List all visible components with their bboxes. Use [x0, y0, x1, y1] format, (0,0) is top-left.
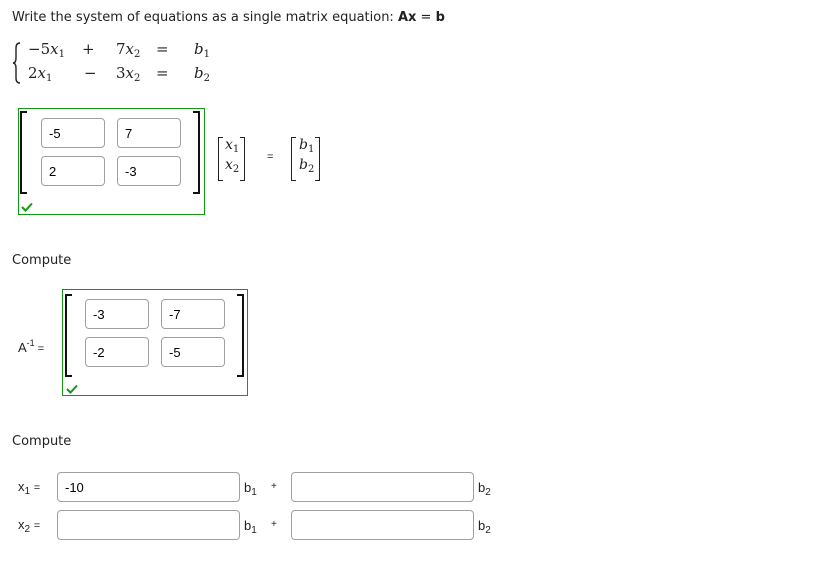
- x1-b1-label: b1: [244, 480, 257, 498]
- vector-x: x1 x2: [218, 137, 245, 181]
- matrix-a-cell-1-1[interactable]: [41, 118, 105, 148]
- x2-plus-sign: +: [271, 519, 277, 530]
- eq-row-1-term1: −5x1: [28, 40, 65, 60]
- eq-row-2-term2: 3x2: [116, 64, 141, 84]
- a-inverse-answer-box: [62, 289, 248, 396]
- eq-row-2-term1: 2x1: [28, 64, 53, 84]
- x1-b2-label: b2: [478, 480, 491, 498]
- matrix-left-bracket: [20, 111, 27, 194]
- vector-b: b1 b2: [291, 137, 320, 181]
- left-brace: [12, 42, 21, 84]
- eq-row-1-op: +: [82, 40, 95, 58]
- prompt-ax: Ax: [397, 10, 417, 25]
- eq-row-1-term2: 7x2: [116, 40, 141, 60]
- matrix-a-answer-box: [18, 108, 205, 215]
- compute-heading-1: Compute: [12, 253, 72, 268]
- vector-b-left-bracket: [291, 137, 296, 181]
- x1-b2-coefficient-input[interactable]: [291, 472, 474, 502]
- prompt-text: Write the system of equations as a singl…: [12, 10, 398, 25]
- x2-label: x2 =: [18, 517, 41, 535]
- compute-heading-2: Compute: [12, 434, 72, 449]
- x2-b1-label: b1: [244, 518, 257, 536]
- eq-row-1-equals: =: [156, 40, 169, 58]
- eq-row-2-op: −: [84, 64, 97, 82]
- matrix-a-cell-2-1[interactable]: [41, 156, 105, 186]
- correct-check-icon: [21, 197, 33, 212]
- eq-row-2-rhs: b2: [194, 64, 210, 84]
- a-inverse-cell-2-1[interactable]: [85, 337, 149, 367]
- vector-b-item-2: b2: [299, 157, 315, 175]
- vector-x-item-2: x2: [225, 157, 240, 175]
- a-inverse-cell-2-2[interactable]: [161, 337, 225, 367]
- correct-check-icon: [66, 379, 78, 394]
- matrix-a-cell-2-2[interactable]: [117, 156, 181, 186]
- vector-b-right-bracket: [315, 137, 320, 181]
- eq-row-2-equals: =: [156, 64, 169, 82]
- vector-b-item-1: b1: [299, 137, 315, 155]
- matrix-right-bracket: [237, 294, 244, 377]
- a-inverse-cell-1-2[interactable]: [161, 299, 225, 329]
- prompt-b: b: [435, 10, 445, 25]
- prompt-equals: =: [416, 10, 436, 25]
- matrix-right-bracket: [193, 111, 200, 194]
- matrix-a-cell-1-2[interactable]: [117, 118, 181, 148]
- matrix-left-bracket: [65, 294, 72, 377]
- a-inverse-label: A-1 =: [18, 338, 45, 355]
- vector-x-item-1: x1: [225, 137, 240, 155]
- equation-system: −5x1 + 7x2 = b1 2x1 − 3x2 = b2: [0, 38, 230, 90]
- vector-x-left-bracket: [218, 137, 223, 181]
- a-inverse-cell-1-1[interactable]: [85, 299, 149, 329]
- x2-b2-coefficient-input[interactable]: [291, 510, 474, 540]
- x1-plus-sign: +: [271, 481, 277, 492]
- vector-x-right-bracket: [240, 137, 245, 181]
- x1-label: x1 =: [18, 479, 41, 497]
- eq-row-1-rhs: b1: [194, 40, 210, 60]
- x2-b2-label: b2: [478, 518, 491, 536]
- vector-equals-sign: =: [267, 151, 274, 163]
- x2-b1-coefficient-input[interactable]: [57, 510, 240, 540]
- x1-b1-coefficient-input[interactable]: [57, 472, 240, 502]
- question-prompt: Write the system of equations as a singl…: [12, 10, 445, 25]
